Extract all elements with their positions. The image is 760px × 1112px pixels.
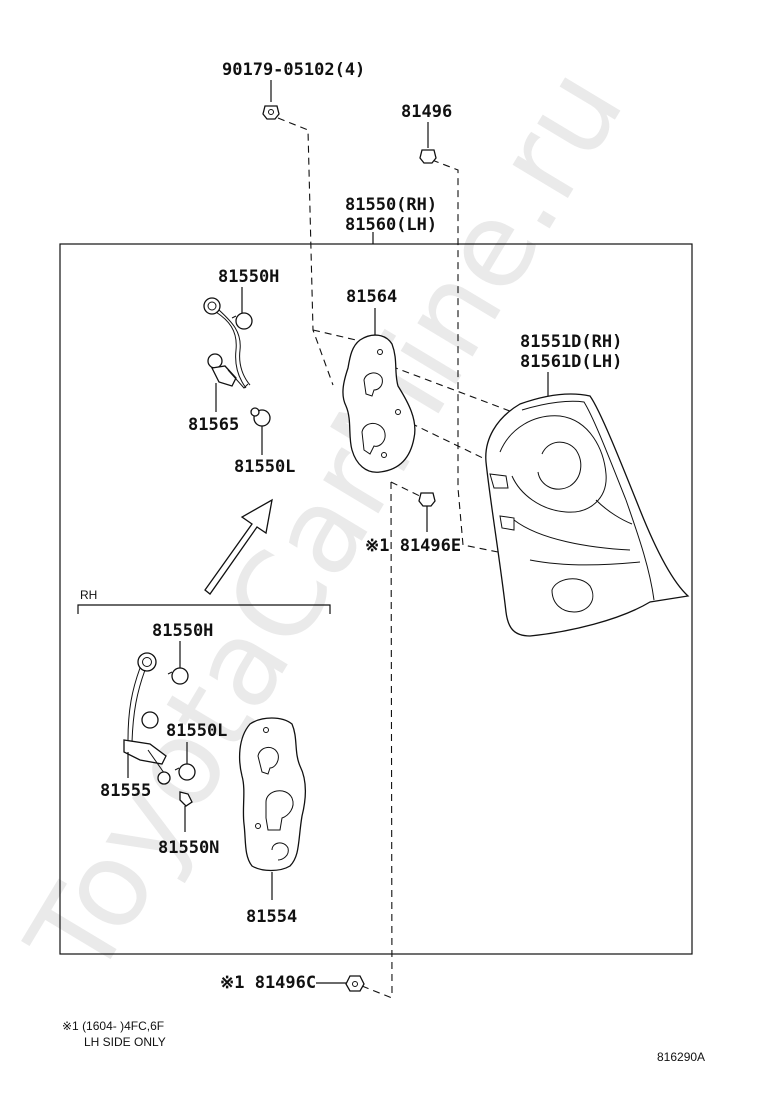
label-bolt: 90179-05102(4) <box>222 60 365 80</box>
assembly-frame <box>59 243 693 955</box>
lamp-lens: 81551D(RH) 81561D(LH) <box>485 332 690 637</box>
label-bulb-n: 81550N <box>158 838 219 858</box>
direction-arrow <box>204 498 273 595</box>
diagram-code: 816290A <box>657 1050 705 1064</box>
upper-socket-group: 81550H 81565 81550L <box>188 267 295 477</box>
label-lens-rh: 81551D(RH) <box>520 332 622 352</box>
label-bulb-h-top: 81550H <box>218 267 279 287</box>
rh-bracket: RH <box>77 588 331 614</box>
lower-socket-group: 81550H 81555 81550L 81550N <box>100 621 227 858</box>
label-bulb-l-bottom: 81550L <box>166 721 227 741</box>
gasket-81564: 81564 <box>342 287 416 473</box>
dashed-guides <box>277 117 516 999</box>
clip-81496: 81496 <box>401 102 452 164</box>
footnote-line1: ※1 (1604- )4FC,6F <box>62 1019 164 1033</box>
clip-81496e: ※1 81496E <box>365 492 461 556</box>
label-plate-bottom: 81554 <box>246 907 297 927</box>
footnote-line2: LH SIDE ONLY <box>84 1035 166 1049</box>
label-bulb-h-bottom: 81550H <box>152 621 213 641</box>
label-assy-lh: 81560(LH) <box>345 215 437 235</box>
label-lens-lh: 81561D(LH) <box>520 352 622 372</box>
bolt-90179: 90179-05102(4) <box>222 60 365 120</box>
label-bulb-l-top: 81550L <box>234 457 295 477</box>
label-assy-rh: 81550(RH) <box>345 195 437 215</box>
label-clip-c: ※1 81496C <box>220 973 316 993</box>
label-socket-top: 81565 <box>188 415 239 435</box>
label-wire-bottom: 81555 <box>100 781 151 801</box>
label-gasket: 81564 <box>346 287 397 307</box>
clip-81496c: ※1 81496C <box>220 973 365 993</box>
plate-81554: 81554 <box>238 717 307 927</box>
label-clip-top: 81496 <box>401 102 452 122</box>
label-rh: RH <box>80 588 97 602</box>
label-clip-e: ※1 81496E <box>365 536 461 556</box>
